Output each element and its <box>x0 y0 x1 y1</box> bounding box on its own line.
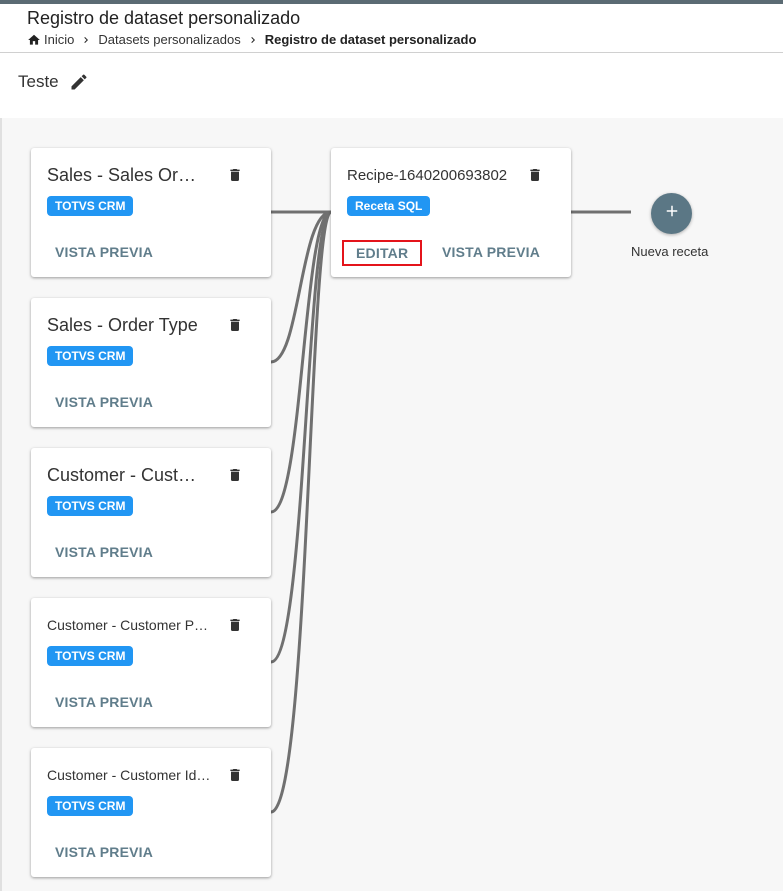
connector-dataset-5 <box>270 210 333 814</box>
recipe-type-tag: Receta SQL <box>347 196 431 216</box>
connector-dataset-4 <box>270 210 333 664</box>
preview-button[interactable]: VISTA PREVIA <box>55 394 154 410</box>
page-title: Registro de dataset personalizado <box>27 8 301 28</box>
left-divider <box>0 118 2 891</box>
preview-button[interactable]: VISTA PREVIA <box>55 694 154 710</box>
connector-dataset-2 <box>270 210 332 364</box>
recipe-title: Recipe-1640200693802 <box>347 167 508 184</box>
breadcrumb-home[interactable]: Inicio <box>27 32 74 47</box>
pencil-icon[interactable] <box>69 72 89 92</box>
top-accent-bar <box>0 0 783 4</box>
trash-icon[interactable] <box>227 766 243 789</box>
dataset-title: Sales - Order Type <box>47 315 198 335</box>
preview-button[interactable]: VISTA PREVIA <box>55 544 154 560</box>
dataset-title: Sales - Sales Order <box>47 165 203 185</box>
preview-button[interactable]: VISTA PREVIA <box>442 244 541 260</box>
add-recipe-button[interactable] <box>651 193 692 234</box>
breadcrumb-home-label: Inicio <box>44 32 75 47</box>
source-tag: TOTVS CRM <box>47 646 134 666</box>
preview-button[interactable]: VISTA PREVIA <box>55 844 154 860</box>
trash-icon[interactable] <box>527 166 543 189</box>
source-tag: TOTVS CRM <box>47 196 134 216</box>
recipe-card: Recipe-1640200693802 Receta SQL EDITAR V… <box>331 148 571 277</box>
dataset-card: Sales - Order Type TOTVS CRM VISTA PREVI… <box>31 298 271 427</box>
dataset-card: Sales - Sales Order TOTVS CRM VISTA PREV… <box>31 148 271 277</box>
dataset-card: Customer - Customer Identification TOTVS… <box>31 748 271 877</box>
new-recipe-label: Nueva receta <box>631 244 709 259</box>
project-name-row: Teste <box>18 72 89 92</box>
dataset-title: Customer - Customer Identification <box>47 767 215 783</box>
breadcrumb-current: Registro de dataset personalizado <box>264 32 477 47</box>
source-tag: TOTVS CRM <box>47 346 134 366</box>
connector-dataset-3 <box>270 210 332 514</box>
dataset-title: Customer - Customer <box>47 465 203 485</box>
trash-icon[interactable] <box>227 166 243 189</box>
source-tag: TOTVS CRM <box>47 796 134 816</box>
edit-button[interactable]: EDITAR <box>342 240 423 266</box>
source-tag: TOTVS CRM <box>47 496 134 516</box>
dataset-card: Customer - Customer Person TOTVS CRM VIS… <box>31 598 271 727</box>
trash-icon[interactable] <box>227 316 243 339</box>
chevron-right-icon <box>80 34 92 46</box>
home-icon <box>27 33 41 47</box>
breadcrumb: Inicio Datasets personalizados Registro … <box>27 32 476 47</box>
dataset-card: Customer - Customer TOTVS CRM VISTA PREV… <box>31 448 271 577</box>
preview-button[interactable]: VISTA PREVIA <box>55 244 154 260</box>
chevron-right-icon <box>247 34 259 46</box>
project-name: Teste <box>18 72 59 91</box>
trash-icon[interactable] <box>227 616 243 639</box>
trash-icon[interactable] <box>227 466 243 489</box>
breadcrumb-datasets[interactable]: Datasets personalizados <box>98 32 241 47</box>
dataset-title: Customer - Customer Person <box>47 617 215 633</box>
plus-icon <box>663 202 681 225</box>
page-header: Registro de dataset personalizado Inicio… <box>0 4 783 53</box>
